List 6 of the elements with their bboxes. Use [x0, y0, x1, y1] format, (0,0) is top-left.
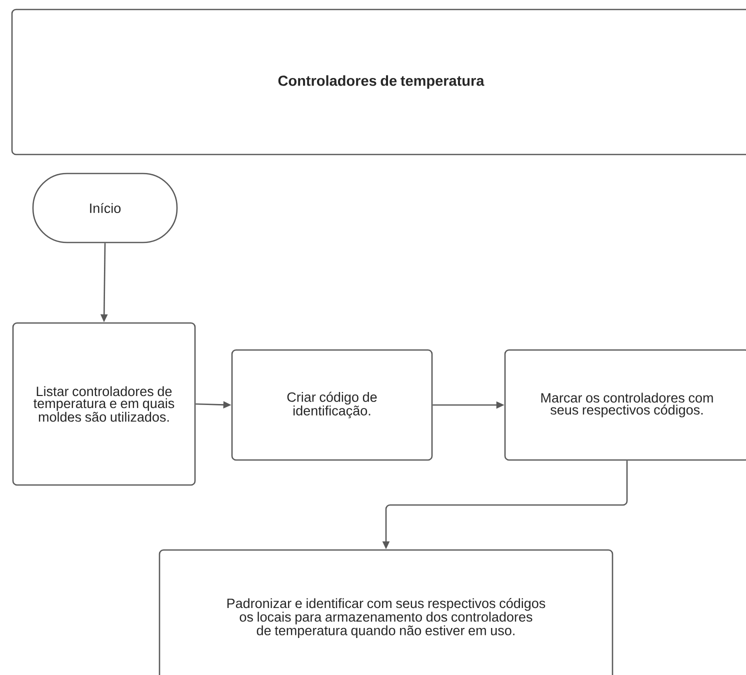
process-box: Criar código de identificação. — [231, 349, 433, 461]
process-box: Marcar os controladores com seus respectivos códigos. — [504, 349, 746, 461]
process-box: Listar controladores de temperatura e em quais moldes são utilizados. — [12, 322, 196, 486]
title-box: Controladores de temperatura — [11, 8, 746, 156]
start-terminal: Início — [32, 172, 178, 244]
process-box: Padronizar e identificar com seus respectivos códigos os locais para armazenamento dos controladores de temperatura quando não estiver em uso. — [158, 549, 614, 675]
